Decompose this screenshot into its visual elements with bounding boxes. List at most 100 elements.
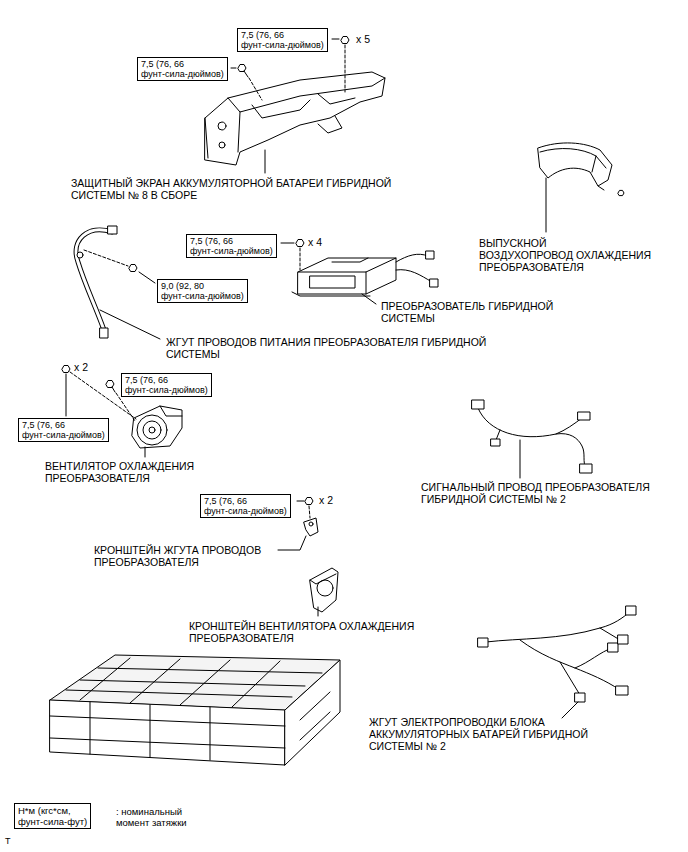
signal-wire-part xyxy=(491,439,500,446)
power-harness-part xyxy=(100,328,108,338)
fastener-bolt-part xyxy=(231,68,236,69)
battery-shield-part xyxy=(252,100,310,118)
battery-shield-part xyxy=(218,122,226,130)
signal-wire-part xyxy=(472,400,484,409)
signal-wire-part xyxy=(478,408,586,468)
battery-harness-part xyxy=(575,693,585,702)
battery-harness xyxy=(478,606,636,718)
signal-wire-part xyxy=(578,412,590,420)
power-harness-part xyxy=(100,310,160,339)
battery-harness-part xyxy=(600,628,620,640)
battery-harness-part xyxy=(616,686,628,695)
fan-bracket-part xyxy=(310,568,338,612)
battery-shield-part xyxy=(205,72,385,165)
battery-block-part xyxy=(98,668,322,673)
torque-value: 7,5 (76, 66 фунт-сила-дюймов) xyxy=(241,30,324,50)
battery-shield-part xyxy=(238,112,240,152)
cooling-fan-part xyxy=(149,427,155,433)
cooling-fan-part xyxy=(132,406,182,448)
battery-block-part xyxy=(66,690,292,697)
part-name: ЖГУТ ПРОВОДОВ ПИТАНИЯ ПРЕОБРАЗОВАТЕЛЯ ГИ… xyxy=(166,336,486,360)
torque-box: 7,5 (76, 66 фунт-сила-дюймов) xyxy=(121,373,212,397)
exhaust-duct-part xyxy=(540,149,606,168)
part-name: КРОНШТЕЙН ВЕНТИЛЯТОРА ОХЛАЖДЕНИЯ ПРЕОБРА… xyxy=(189,620,414,644)
harness-bracket-part-part xyxy=(305,498,313,505)
cooling-fan-part xyxy=(145,447,146,457)
cooling-fan-part xyxy=(143,421,161,439)
harness-bracket-part xyxy=(278,536,306,550)
part-name: ПРЕОБРАЗОВАТЕЛЬ ГИБРИДНОЙ СИСТЕМЫ xyxy=(381,300,553,324)
part-name: ЖГУТ ЭЛЕКТРОПРОВОДКИ БЛОКА АККУМУЛЯТОРНЫ… xyxy=(369,716,588,752)
battery-shield-part xyxy=(228,78,385,112)
battery-block-part xyxy=(50,700,285,765)
inverter-part xyxy=(281,243,294,244)
torque-box: 7,5 (76, 66 фунт-сила-дюймов) xyxy=(237,28,328,52)
quantity-label: x 2 xyxy=(319,494,333,506)
battery-block-part xyxy=(232,661,280,707)
exhaust-duct xyxy=(538,143,624,232)
torque-value: 7,5 (76, 66 фунт-сила-дюймов) xyxy=(141,59,224,79)
battery-block-part xyxy=(130,659,180,703)
cooling-fan-part-part xyxy=(106,381,114,388)
torque-box: 7,5 (76, 66 фунт-сила-дюймов) xyxy=(18,418,109,442)
exhaust-duct-part xyxy=(538,143,612,186)
fan-bracket xyxy=(310,568,338,616)
battery-block-part xyxy=(80,658,130,700)
fastener-bolt-part xyxy=(249,78,262,100)
inverter-part xyxy=(310,276,355,288)
battery-shield-part xyxy=(205,118,208,158)
battery-shield-part xyxy=(318,116,342,133)
exhaust-duct-part-part xyxy=(618,190,624,195)
torque-box: 7,5 (76, 66 фунт-сила-дюймов) xyxy=(137,57,228,81)
part-name: ВЫПУСКНОЙ ВОЗДУХОПРОВОД ОХЛАЖДЕНИЯ ПРЕОБ… xyxy=(479,237,651,273)
signal-wire xyxy=(472,400,592,478)
power-harness xyxy=(76,226,160,339)
cooling-fan-part-part xyxy=(62,366,70,373)
torque-box: 7,5 (76, 66 фунт-сила-дюймов) xyxy=(186,234,277,258)
signal-wire-part xyxy=(580,464,592,473)
inverter-part xyxy=(298,258,396,294)
battery-shield-part xyxy=(265,150,266,173)
battery-block-part xyxy=(150,705,151,757)
battery-block-part xyxy=(180,660,230,705)
battery-harness-part xyxy=(562,702,578,718)
inverter-part xyxy=(300,248,301,270)
battery-harness-part xyxy=(560,662,580,695)
power-harness-part xyxy=(76,230,112,330)
fan-bracket-part xyxy=(310,574,336,584)
signal-wire-part xyxy=(520,440,521,478)
quantity-label: x 4 xyxy=(308,236,322,248)
inverter-part xyxy=(396,270,432,282)
fastener-bolt-part-part xyxy=(244,71,248,77)
legend-box: Н*м (кгс*см, фунт-сила-фут) xyxy=(14,803,91,829)
torque-value: 7,5 (76, 66 фунт-сила-дюймов) xyxy=(204,496,287,516)
fastener-nut-part xyxy=(332,39,339,40)
harness-bracket-part xyxy=(305,498,313,505)
battery-block-part xyxy=(50,716,285,726)
battery-block-part xyxy=(50,738,285,748)
power-harness-part xyxy=(77,252,83,258)
torque-value: 7,5 (76, 66 фунт-сила-дюймов) xyxy=(190,236,273,256)
power-harness-part-part xyxy=(129,265,137,272)
harness-bracket-part xyxy=(297,501,304,502)
fastener-nut-part xyxy=(341,37,349,44)
battery-block-part xyxy=(80,680,305,686)
exhaust-duct-part xyxy=(546,178,547,232)
fastener-nut-part xyxy=(345,45,346,92)
torque-value: Н*м (кгс*см, фунт-сила-фут) xyxy=(18,805,87,827)
battery-shield xyxy=(205,72,385,173)
torque-box: 9,0 (92, 80 фунт-сила-дюймов) xyxy=(157,279,248,303)
power-harness-part xyxy=(76,230,112,330)
fastener-bolt-part xyxy=(238,65,248,78)
battery-block-part xyxy=(285,660,340,765)
part-name: КРОНШТЕЙН ЖГУТА ПРОВОДОВ ПРЕОБРАЗОВАТЕЛЯ xyxy=(94,544,261,568)
harness-bracket-part xyxy=(304,518,318,536)
cooling-fan-part xyxy=(62,366,70,373)
part-name: СИГНАЛЬНЫЙ ПРОВОД ПРЕОБРАЗОВАТЕЛЯ ГИБРИД… xyxy=(421,481,650,505)
torque-box: 7,5 (76, 66 фунт-сила-дюймов) xyxy=(200,494,291,518)
battery-shield-part xyxy=(318,94,355,104)
battery-block-part xyxy=(90,702,91,754)
fastener-bolt-part-part xyxy=(238,65,246,72)
battery-harness-part xyxy=(486,612,630,642)
